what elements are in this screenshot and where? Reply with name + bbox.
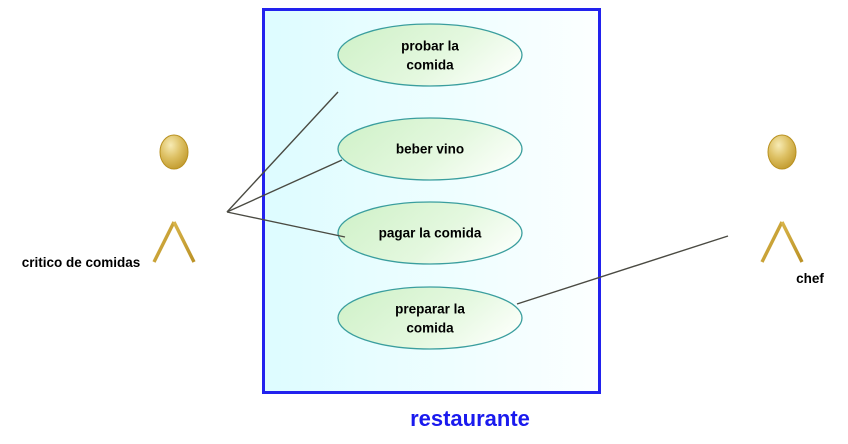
use-case-label-line2: comida — [406, 321, 454, 336]
association-critico-pagar[interactable] — [226, 211, 346, 238]
use-case-label-line1: probar la — [401, 39, 459, 54]
actor-chef[interactable]: chef — [751, 134, 824, 286]
association-chef-preparar[interactable] — [516, 235, 729, 305]
use-case-label-line2: comida — [406, 58, 454, 73]
association-critico-beber[interactable] — [226, 159, 343, 213]
use-case-preparar-la-comida[interactable]: preparar la comida — [337, 286, 523, 350]
actor-label: critico de comidas — [22, 255, 141, 270]
actor-label: chef — [796, 271, 824, 286]
use-case-ellipse — [337, 286, 523, 350]
actor-critico-de-comidas[interactable]: critico de comidas — [22, 134, 205, 270]
use-case-label-line1: beber vino — [396, 142, 464, 157]
use-case-label-line1: preparar la — [395, 302, 465, 317]
actor-stick-figure-icon — [143, 134, 205, 263]
use-case-beber-vino[interactable]: beber vino — [337, 117, 523, 181]
actor-stick-figure-icon — [751, 134, 813, 263]
use-case-label-line1: pagar la comida — [379, 226, 482, 241]
use-case-ellipse — [337, 117, 523, 181]
system-name-label: restaurante — [410, 406, 530, 431]
association-critico-probar[interactable] — [226, 91, 339, 213]
use-case-ellipse — [337, 201, 523, 265]
use-case-probar-la-comida[interactable]: probar la comida — [337, 23, 523, 87]
use-case-pagar-la-comida[interactable]: pagar la comida — [337, 201, 523, 265]
use-case-ellipse — [337, 23, 523, 87]
association-group — [226, 91, 729, 305]
use-case-group: probar la comida beber vino pagar la com… — [337, 23, 523, 350]
